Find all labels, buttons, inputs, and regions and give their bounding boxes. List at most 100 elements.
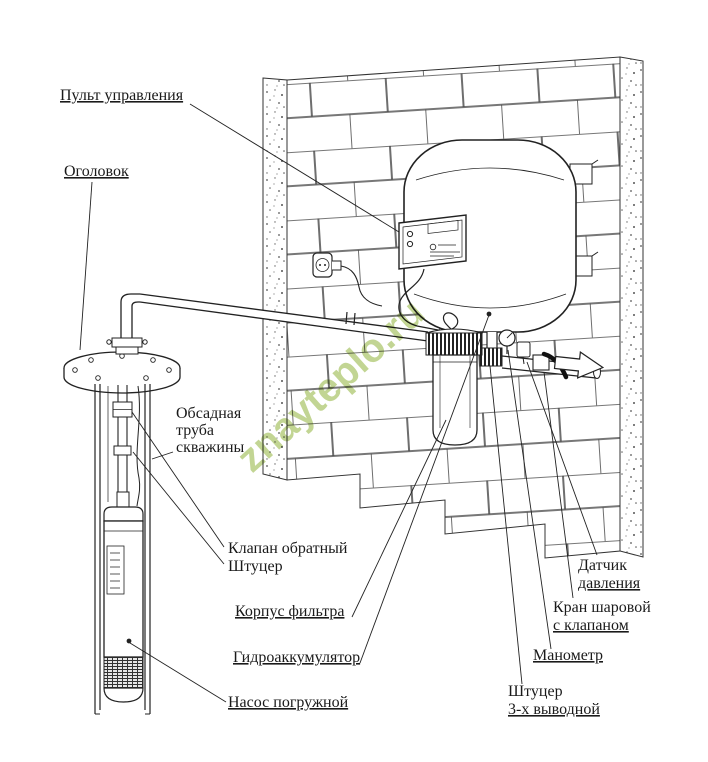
label-filter-housing: Корпус фильтра xyxy=(235,603,344,620)
pipe-bottom-line xyxy=(139,301,429,342)
filter-cartridge-lines xyxy=(439,356,471,428)
flange-rim xyxy=(63,368,181,394)
leader-control-panel xyxy=(189,103,400,233)
riser-vertical-pipe xyxy=(120,312,133,340)
control-panel-box xyxy=(398,214,467,270)
socket-hole-right xyxy=(324,264,326,266)
label-submersible-pump: Насос погружной xyxy=(228,694,349,711)
pump-power-cable xyxy=(136,385,141,507)
pump-nameplate-text-lines xyxy=(110,552,120,589)
leader-filter xyxy=(351,419,447,618)
pressure-gauge-device xyxy=(498,329,516,354)
pump-nameplate xyxy=(106,545,125,595)
leader-dot-pump xyxy=(126,638,132,644)
leader-ball-valve xyxy=(543,371,574,599)
bracket-top-tick xyxy=(591,159,599,165)
label-3way-fitting-line2: 3-х выводной xyxy=(508,701,600,718)
valve-body xyxy=(532,354,550,371)
check-valve-device xyxy=(112,401,133,418)
elbow-outer xyxy=(120,293,140,312)
label-ball-valve-line2: с клапаном xyxy=(553,617,629,634)
leader-riser-fitting xyxy=(132,451,225,565)
power-plug-and-cord xyxy=(332,260,383,307)
wall-left-edge xyxy=(262,77,288,481)
panel-logo xyxy=(429,243,437,251)
pump-outlet xyxy=(116,491,130,509)
panel-display xyxy=(427,220,459,234)
supply-pipe-horizontal xyxy=(139,293,429,342)
sensor-stem xyxy=(522,356,525,365)
elbow-fill xyxy=(121,294,140,312)
panel-knob-1 xyxy=(406,230,414,238)
socket-hole-left xyxy=(319,264,321,266)
label-check-valve-fitting: Штуцер xyxy=(228,558,283,575)
label-3way-fitting-line1: Штуцер xyxy=(508,683,563,700)
pump-top-cap xyxy=(103,506,144,522)
bracket-bottom-tick xyxy=(591,251,599,257)
fitting-base xyxy=(115,346,139,355)
riser-fitting-device xyxy=(113,445,132,456)
wellhead-fitting xyxy=(106,337,148,355)
leader-check-valve xyxy=(131,411,225,548)
stub-fill xyxy=(487,332,497,352)
pressure-sensor-device xyxy=(516,341,531,365)
well-riser-pipe xyxy=(117,385,128,492)
riser-lines xyxy=(117,385,128,492)
label-pressure-gauge: Манометр xyxy=(533,647,603,664)
leader-well-head xyxy=(79,181,93,351)
label-check-valve: Клапан обратный xyxy=(228,540,348,557)
pump-strainer xyxy=(103,656,144,689)
leader-dot-tank xyxy=(486,311,492,317)
socket-face xyxy=(315,258,330,272)
label-hydroaccumulator: Гидроаккумулятор xyxy=(233,649,360,666)
panel-knob-2 xyxy=(406,240,414,248)
wellhead-flange xyxy=(63,351,181,394)
leader-casing xyxy=(151,451,174,460)
pump-bottom-cap xyxy=(103,687,144,703)
filter-bowl xyxy=(432,354,478,446)
power-socket xyxy=(312,252,333,278)
tank-top-seam xyxy=(415,167,565,181)
gauge-needle xyxy=(506,332,513,339)
panel-cable xyxy=(398,268,471,342)
leader-pump xyxy=(129,642,227,703)
label-casing-line1: Обсадная xyxy=(176,405,242,422)
wall-right-edge xyxy=(619,56,644,558)
pipe-coupling xyxy=(345,311,356,326)
pipe-top-line xyxy=(139,293,429,333)
label-casing-line3: скважины xyxy=(176,439,245,456)
casing-walls xyxy=(94,384,151,714)
label-pressure-sensor-line1: Датчик xyxy=(578,557,627,574)
well-riser-elbow xyxy=(120,293,140,340)
submersible-pump-assembly xyxy=(103,491,144,703)
three-way-fitting-body xyxy=(479,347,503,367)
filter-unit xyxy=(425,328,483,446)
filter-head-knurl xyxy=(425,332,483,356)
label-control-panel: Пульт управления xyxy=(60,87,184,104)
elbow-inner xyxy=(131,301,140,312)
label-well-head: Оголовок xyxy=(64,163,129,180)
leader-hydroaccumulator xyxy=(359,314,490,664)
pipe-fill xyxy=(140,294,428,341)
label-casing-line2: труба xyxy=(176,422,214,439)
label-pressure-sensor-line2: давления xyxy=(578,575,641,592)
flow-direction-arrow xyxy=(553,351,605,379)
arrow-shape xyxy=(553,351,605,379)
leader-3way xyxy=(489,365,523,685)
leader-pressure-sensor xyxy=(526,361,598,556)
leader-gauge xyxy=(507,349,552,650)
clamp-bolt-left xyxy=(106,339,112,345)
leader-lines xyxy=(79,103,598,703)
well-casing xyxy=(94,384,151,715)
tank-bottom-seam xyxy=(413,293,567,309)
plug-cord xyxy=(340,265,383,307)
filter-head-dome xyxy=(425,328,483,334)
label-ball-valve-line1: Кран шаровой xyxy=(553,599,651,616)
sensor-body xyxy=(516,341,531,358)
flange-bolts xyxy=(72,353,172,381)
clamp-bolt-right xyxy=(142,339,148,345)
fitting-clamp xyxy=(111,337,143,348)
plug xyxy=(332,260,342,271)
